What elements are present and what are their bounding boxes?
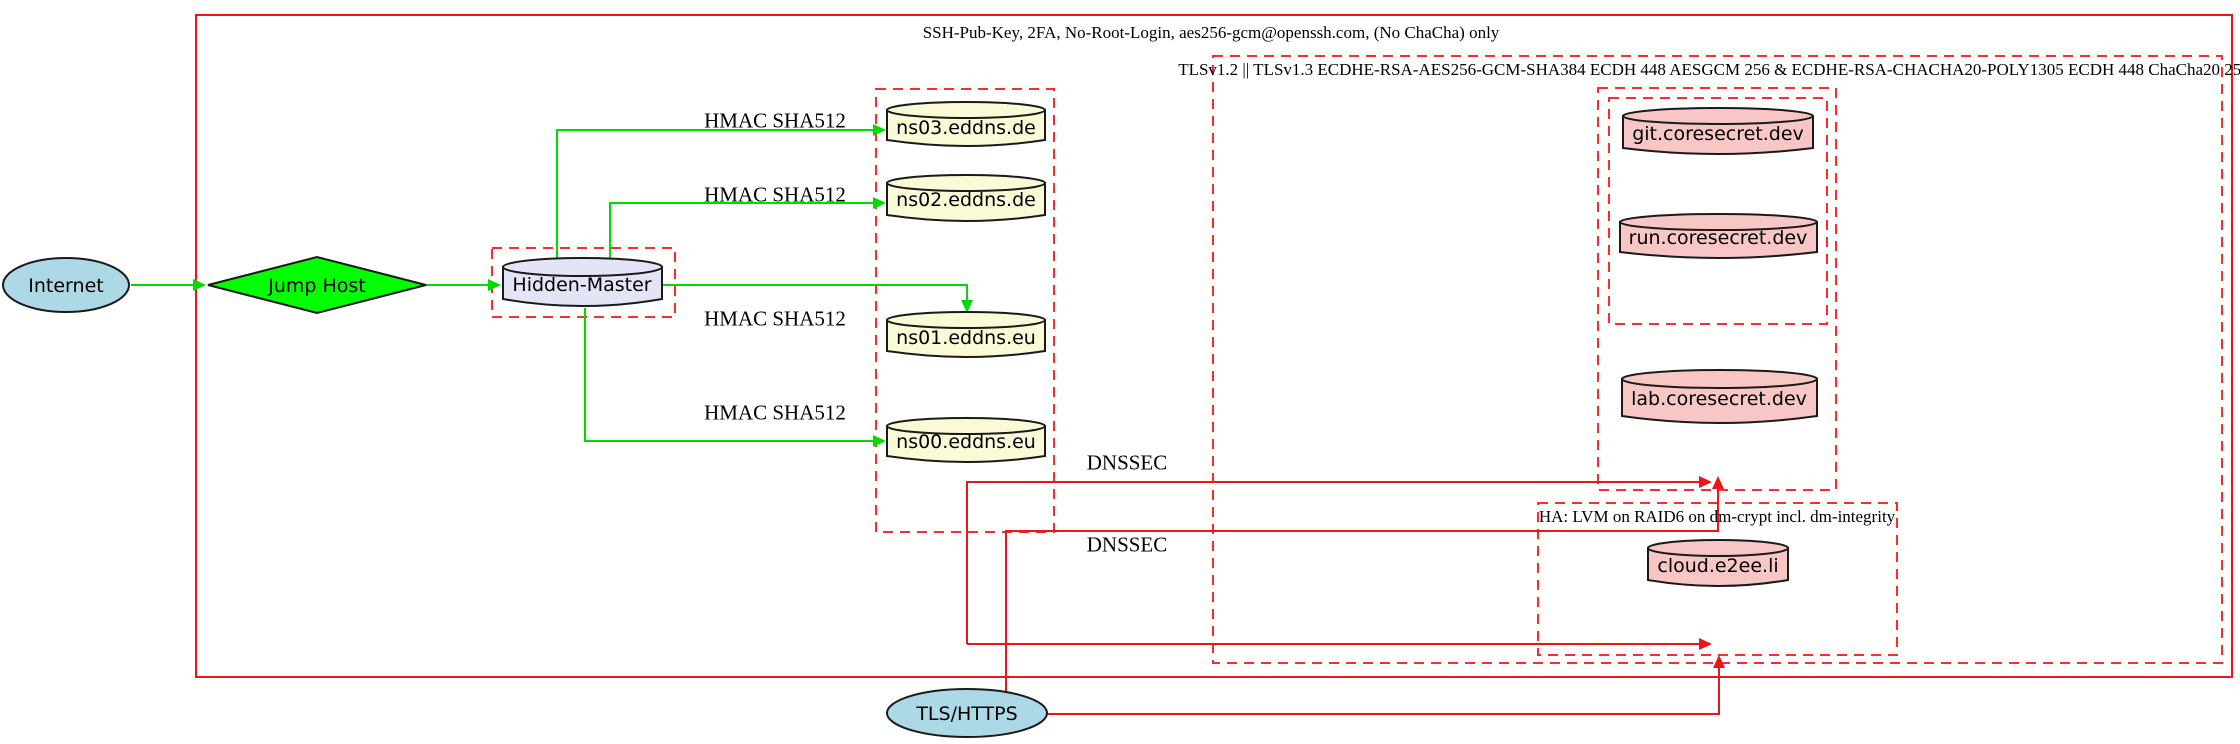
- lab-label: lab.coresecret.dev: [1631, 388, 1807, 410]
- edge-hiddenmaster-ns02-arrowhead: [873, 197, 886, 209]
- edge-hiddenmaster-ns02: [609, 202, 875, 258]
- ns01-label: ns01.eddns.eu: [896, 327, 1036, 349]
- ssh-cluster-label: SSH-Pub-Key, 2FA, No-Root-Login, aes256-…: [922, 23, 1500, 42]
- edge-jumphost-hiddenmaster-arrowhead: [488, 279, 501, 291]
- git-node: [1622, 107, 1814, 155]
- git-label: git.coresecret.dev: [1632, 123, 1804, 145]
- edge-hiddenmaster-ns03: [556, 129, 875, 258]
- ns02-label: ns02.eddns.de: [896, 189, 1036, 211]
- lab-node: [1621, 369, 1818, 424]
- edge-hiddenmaster-ns01: [662, 284, 968, 302]
- ns00-node: [886, 417, 1046, 463]
- edge-tlshttps-ha-arrowhead: [1713, 655, 1725, 668]
- edge-tlshttps-coresecret-arrowhead: [1712, 476, 1724, 489]
- ns03-node: [886, 101, 1046, 147]
- jump-host-node: [207, 255, 427, 315]
- edge-tlshttps-coresecret: [1005, 488, 1719, 695]
- ssh-cluster-box: [195, 14, 2233, 678]
- hmac-sha512-label-ns03: HMAC SHA512: [704, 108, 846, 133]
- edge-dnssec-bottom-arrowhead: [1699, 638, 1712, 650]
- edge-hiddenmaster-ns00: [584, 308, 875, 442]
- cloud-label: cloud.e2ee.li: [1657, 555, 1779, 577]
- tls-cluster-label: TLSv1.2 || TLSv1.3 ECDHE-RSA-AES256-GCM-…: [1178, 60, 2240, 79]
- internet-label: Internet: [28, 275, 104, 297]
- edge-internet-jumphost-arrowhead: [193, 279, 206, 291]
- edge-hiddenmaster-ns03-arrowhead: [873, 124, 886, 136]
- ns02-node: [886, 174, 1046, 222]
- hmac-sha512-label-ns00: HMAC SHA512: [704, 400, 846, 425]
- run-node: [1619, 213, 1818, 259]
- hidden-master-node: [502, 257, 663, 307]
- edge-hiddenmaster-ns01-arrowhead: [961, 300, 973, 313]
- internet-node: [2, 257, 130, 313]
- coresecret-cluster-box: [1597, 87, 1837, 491]
- edge-dnssec-top-arrowhead: [1699, 476, 1712, 488]
- ns00-label: ns00.eddns.eu: [896, 431, 1036, 453]
- hidden-master-label: Hidden-Master: [512, 274, 652, 296]
- cloud-node: [1647, 539, 1789, 587]
- tls-https-label: TLS/HTTPS: [916, 703, 1018, 725]
- dnssec-label-bottom: DNSSEC: [1086, 532, 1168, 557]
- tls-cluster-box: [1212, 55, 2223, 664]
- run-label: run.coresecret.dev: [1628, 227, 1808, 249]
- ha-cluster-label: HA: LVM on RAID6 on dm-crypt incl. dm-in…: [1538, 507, 1896, 526]
- hmac-sha512-label-ns02: HMAC SHA512: [704, 182, 846, 207]
- ns03-label: ns03.eddns.de: [896, 117, 1036, 139]
- git-run-cluster-box: [1608, 97, 1828, 325]
- edge-hiddenmaster-ns00-arrowhead: [873, 435, 886, 447]
- tls-https-node: [886, 688, 1048, 738]
- hidden-master-cluster-box: [491, 247, 676, 318]
- ns01-node: [886, 311, 1046, 358]
- dnssec-label-top: DNSSEC: [1086, 450, 1168, 475]
- edge-dnssec-top: [966, 481, 1701, 644]
- dns-cluster-box: [875, 88, 1055, 533]
- jump-host-label: Jump Host: [268, 275, 366, 297]
- edge-tlshttps-ha: [1047, 667, 1720, 715]
- hmac-sha512-label-ns01: HMAC SHA512: [704, 306, 846, 331]
